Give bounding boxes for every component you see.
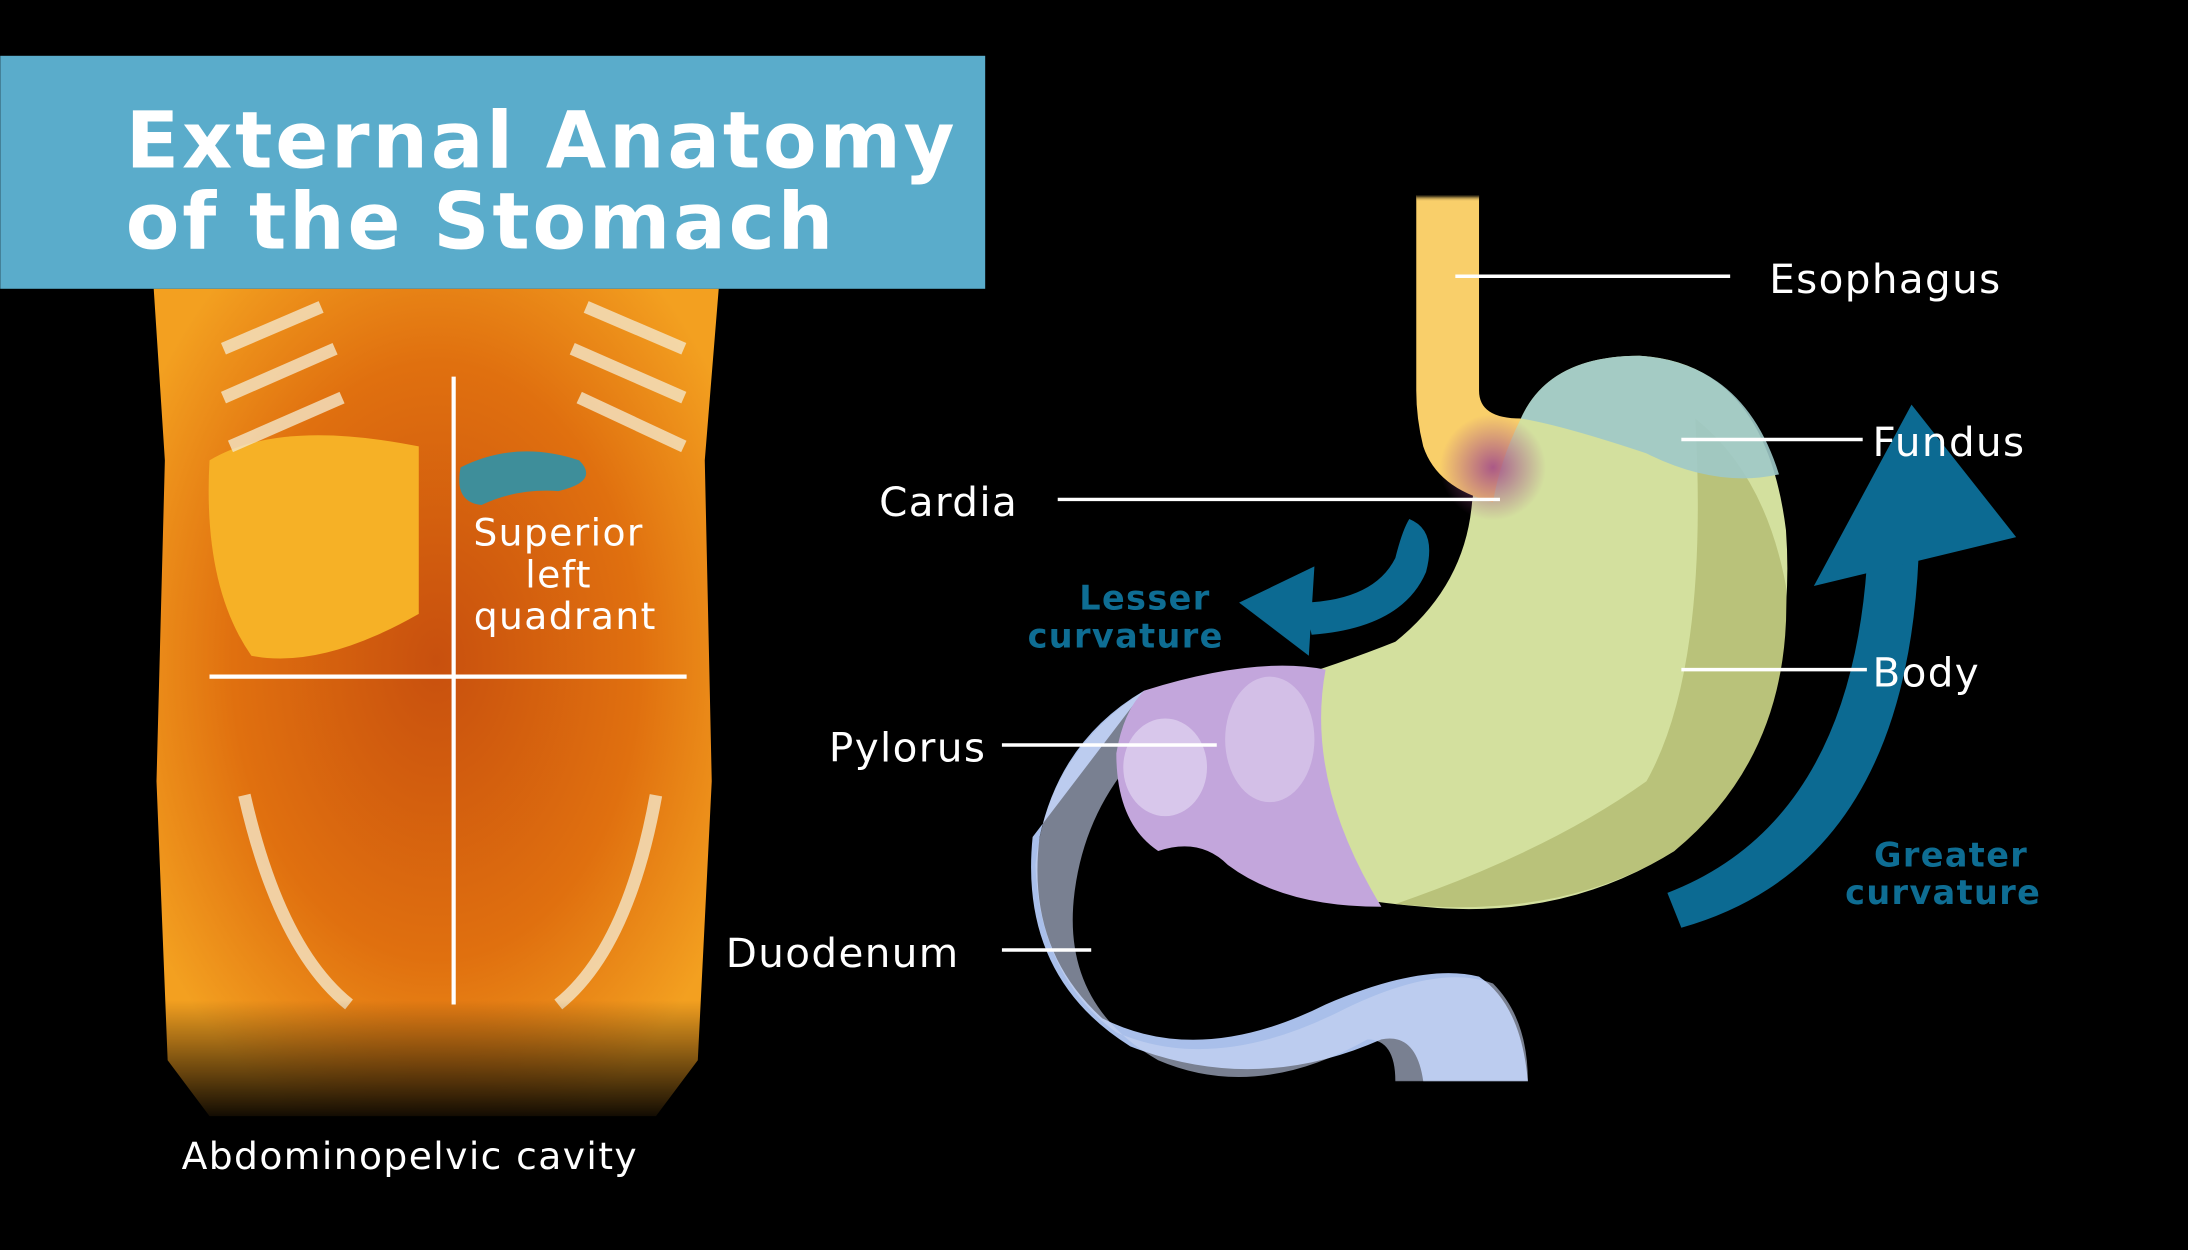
quadrant-label: Superior left quadrant [473, 510, 657, 638]
stomach-body [1207, 355, 1788, 910]
caption: Abdominopelvic cavity [182, 1134, 638, 1178]
fundus [1520, 355, 1779, 479]
label-body: Body [1872, 648, 1980, 696]
duodenum [1031, 690, 1528, 1082]
stomach-illustration [1018, 195, 1788, 1089]
title-banner [0, 55, 986, 289]
label-pylorus: Pylorus [829, 724, 986, 772]
torso-scan-image [146, 288, 726, 1126]
label-esophagus: Esophagus [1769, 255, 2001, 303]
page-title: External Anatomy of the Stomach [126, 95, 988, 267]
lesser-curvature-arrow-icon [1239, 518, 1430, 656]
label-lesser-curvature: Lesser curvature [1028, 579, 1224, 656]
label-fundus: Fundus [1872, 418, 2025, 466]
label-duodenum: Duodenum [726, 929, 960, 977]
label-cardia: Cardia [879, 478, 1018, 526]
greater-curvature-arrow-icon [1667, 404, 2017, 928]
cardia [1439, 414, 1547, 521]
label-greater-curvature: Greater curvature [1845, 835, 2041, 912]
